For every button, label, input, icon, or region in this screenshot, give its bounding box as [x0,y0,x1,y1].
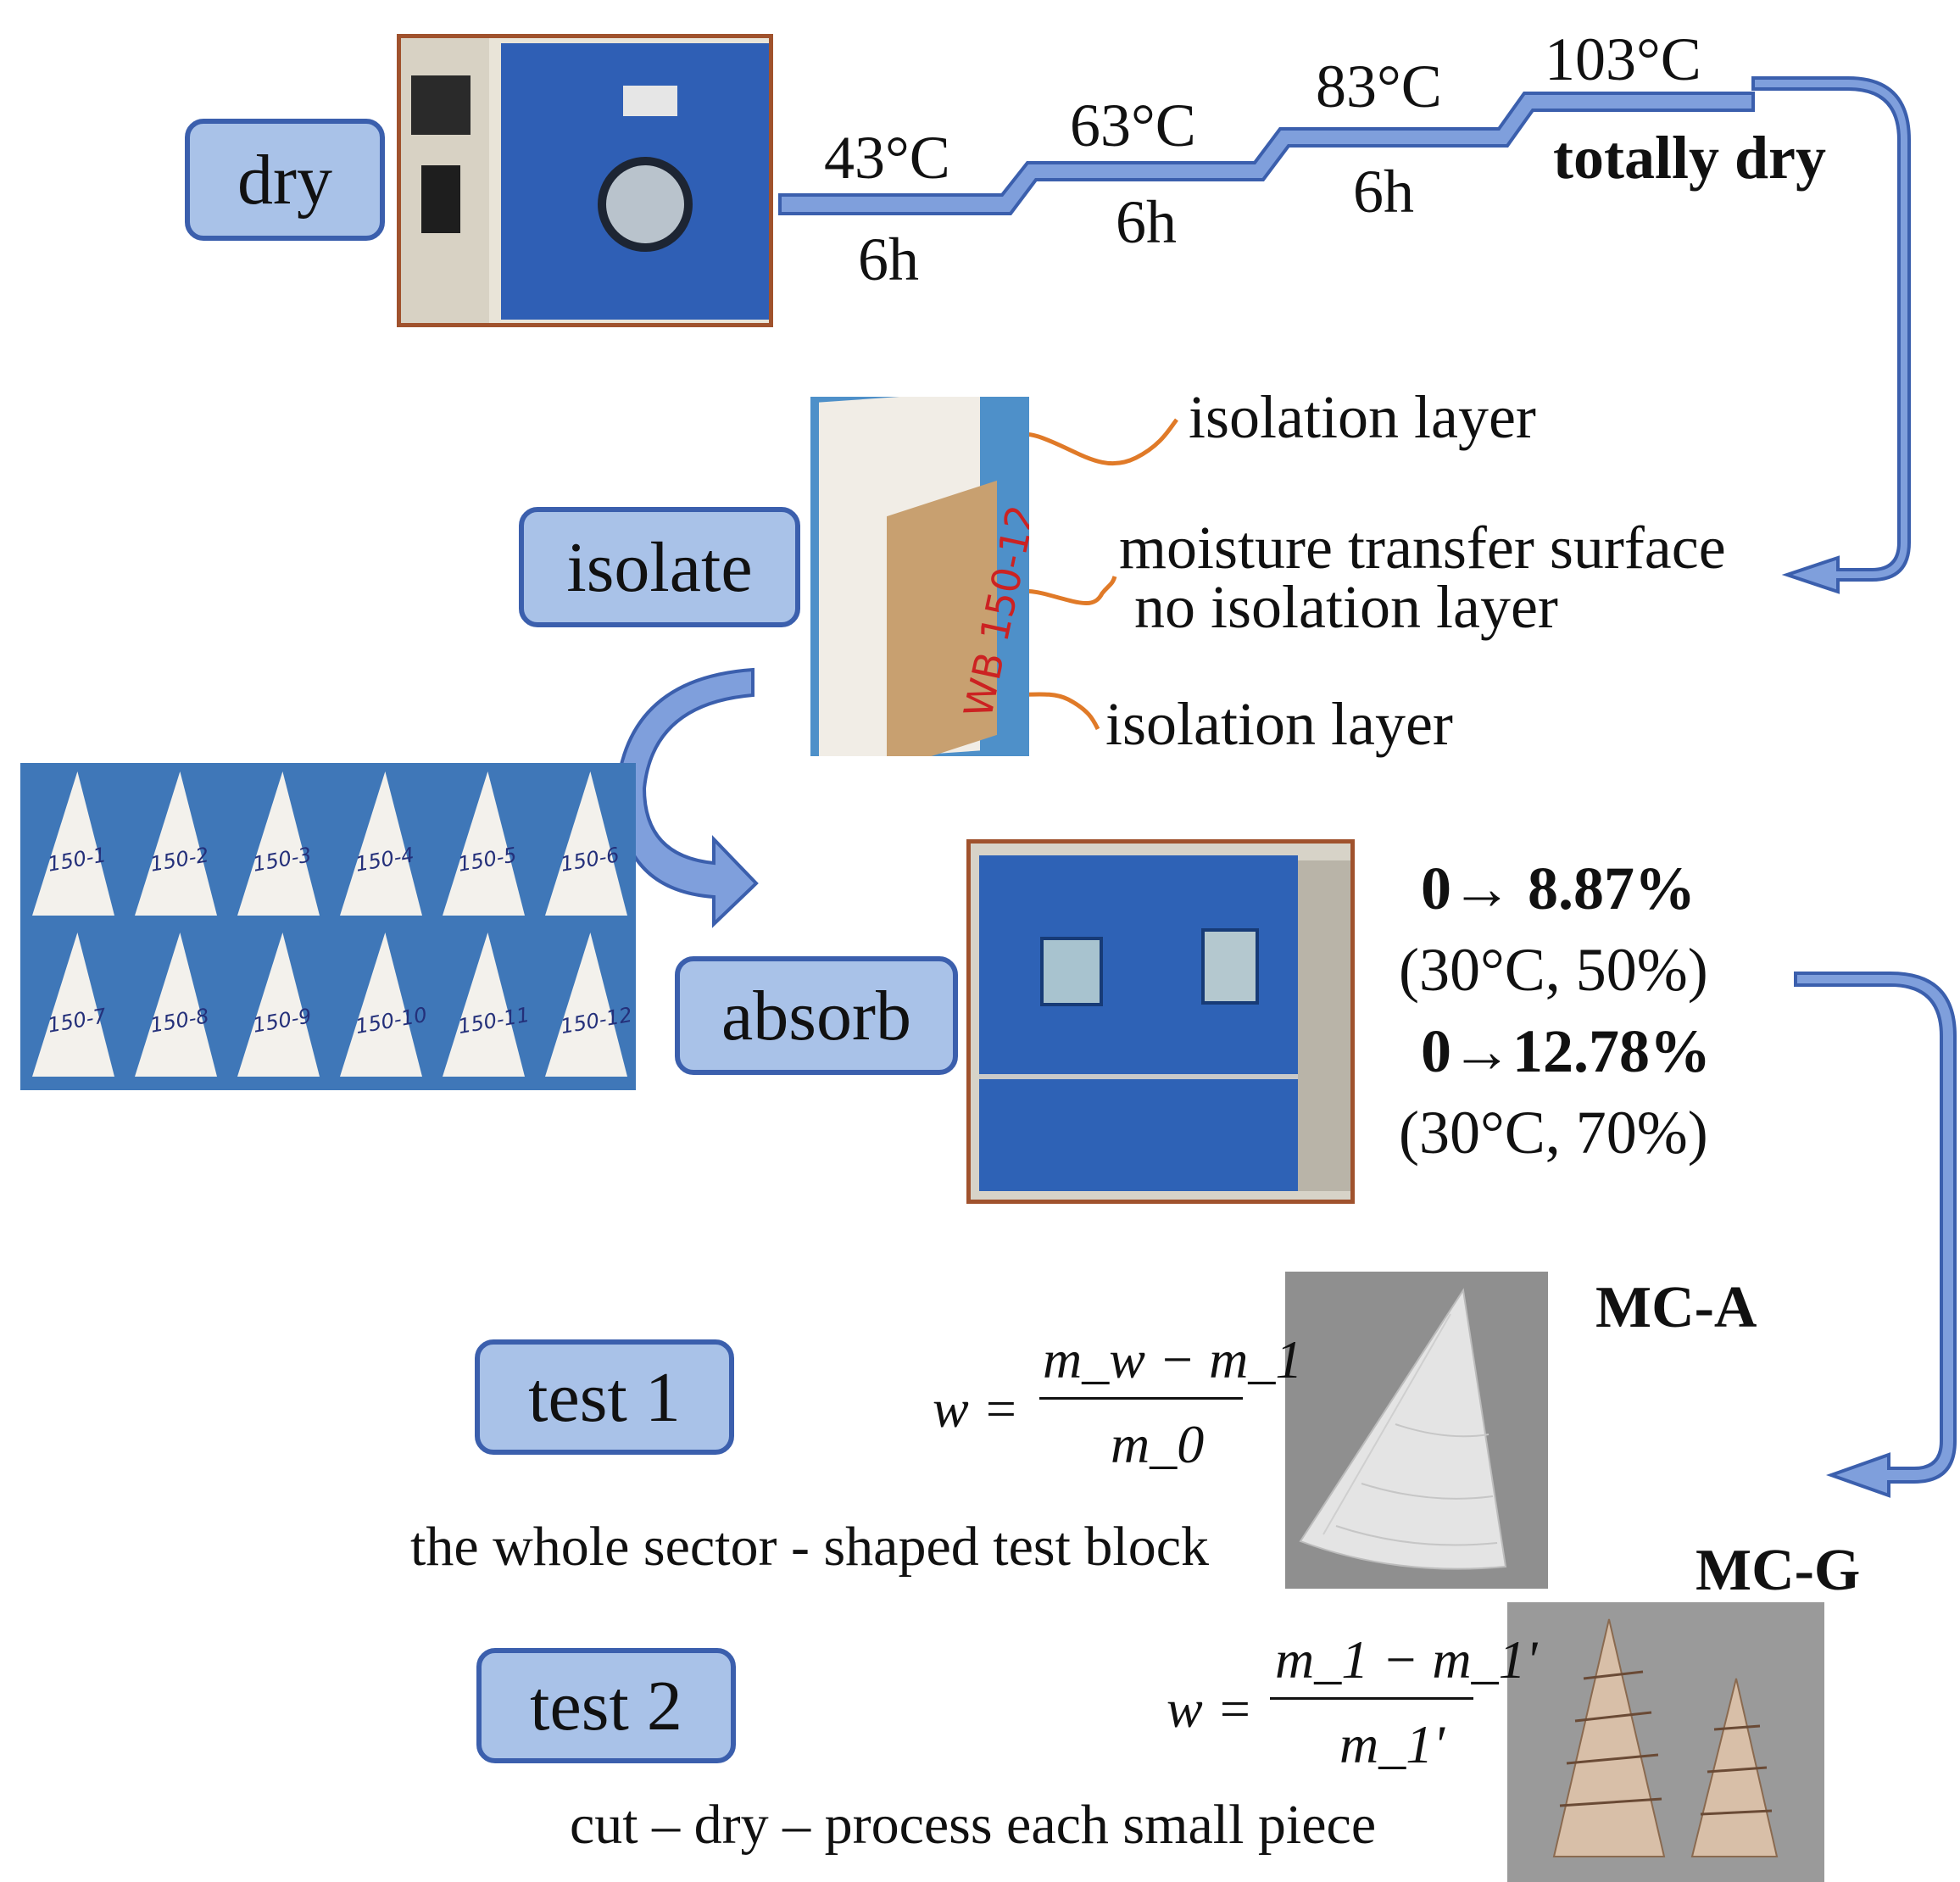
drying-step2-time: 6h [1116,188,1177,256]
absorb-condition-1: (30°C, 50%) [1399,936,1708,1004]
drying-oven-photo [397,34,773,327]
mc-a-sector-photo [1285,1272,1548,1589]
oven-window [598,157,693,252]
chamber-body [979,855,1298,1191]
formula-test1-numerator: m_w − m_1 [1043,1329,1303,1389]
climate-chamber-photo [966,839,1355,1204]
formula-test1-denominator: m_0 [1111,1414,1205,1474]
stage-isolate: isolate [519,507,800,627]
formula-test2-bar [1270,1697,1473,1700]
drying-step3-time: 6h [1353,158,1414,226]
absorb-condition-2: (30°C, 70%) [1399,1099,1708,1167]
chamber-window-right [1201,928,1259,1005]
stage-absorb: absorb [675,956,958,1075]
formula-test2: w = m_1 − m_1' m_1' [1167,1623,1537,1792]
formula-test1-lhs: w = [933,1378,1019,1439]
formula-test2-denominator: m_1' [1339,1714,1445,1774]
label-isolation-layer-top: isolation layer [1189,383,1536,451]
stage-test1: test 1 [475,1339,734,1455]
label-moisture-transfer: moisture transfer surface [1119,514,1726,582]
arrow-dry-to-isolate [1751,76,1911,594]
stage-test2: test 2 [476,1648,736,1763]
drying-staircase [778,92,1755,215]
formula-test1-bar [1039,1397,1243,1400]
drying-totally-dry: totally dry [1553,124,1826,192]
stage-absorb-label: absorb [721,976,911,1055]
oven-buttons [421,165,460,233]
mc-a-sector-shape [1299,1288,1507,1570]
formula-test2-numerator: m_1 − m_1' [1275,1629,1538,1690]
absorb-range-2: 0→12.78% [1421,1017,1711,1085]
isolated-block-photo: WB 150-12 [810,397,1029,756]
chamber-side-panel [1298,860,1350,1191]
chamber-window-left [1040,937,1103,1006]
drying-step3-temp: 83°C [1316,53,1442,120]
oven-display [411,75,471,135]
drying-step2-temp: 63°C [1070,92,1196,159]
oven-nameplate [623,86,677,116]
absorb-range-1: 0→ 8.87% [1421,855,1696,922]
drying-step1-temp: 43°C [824,124,950,192]
stage-dry: dry [185,119,385,241]
stage-dry-label: dry [237,140,332,220]
method-mc-a: MC-A [1595,1275,1757,1340]
mc-g-pieces-shape [1552,1618,1779,1857]
stage-test1-label: test 1 [528,1357,681,1437]
label-isolation-layer-bottom: isolation layer [1105,690,1453,758]
stage-test2-label: test 2 [530,1666,682,1746]
chamber-divider [979,1074,1298,1079]
test2-description: cut – dry – process each small piece [570,1794,1377,1856]
formula-test2-lhs: w = [1167,1679,1253,1739]
test1-description: the whole sector - shaped test block [410,1516,1210,1578]
drying-step1-time: 6h [858,226,919,293]
label-no-isolation: no isolation layer [1134,573,1558,641]
stage-isolate-label: isolate [566,527,753,607]
method-mc-g: MC-G [1696,1538,1861,1603]
drying-step4-temp: 103°C [1545,25,1701,93]
formula-test1: w = m_w − m_1 m_0 [933,1322,1302,1492]
mc-g-pieces-photo [1507,1602,1824,1882]
arrow-absorb-to-test [1794,972,1957,1498]
arrow-isolate-to-absorb [615,667,759,928]
